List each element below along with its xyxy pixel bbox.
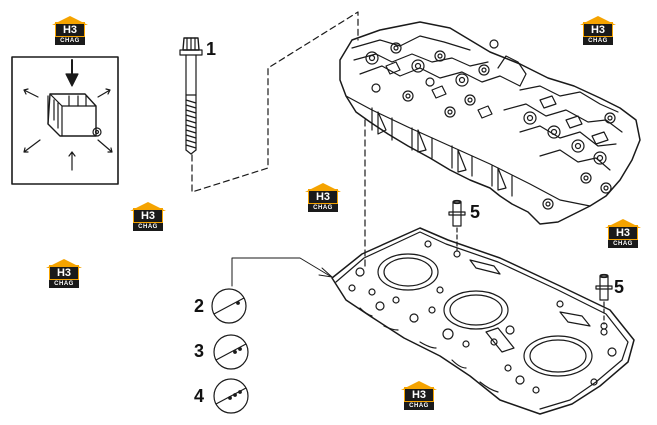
watermark-logo-subtext: CHAG — [308, 204, 338, 212]
watermark-logo-text: H3 — [56, 24, 84, 36]
callout-gasket-4: 4 — [194, 386, 205, 406]
callout-dowel-right: 5 — [614, 277, 625, 297]
watermark-logo: H3 CHAG — [401, 381, 437, 411]
watermark-logo-subtext: CHAG — [404, 402, 434, 410]
watermark-logo-subtext: CHAG — [55, 37, 85, 45]
watermark-logo-text: H3 — [309, 191, 337, 203]
callout-bolt: 1 — [206, 39, 217, 59]
cylinder-head-gasket — [231, 227, 635, 415]
watermark-logo-text: H3 — [50, 267, 78, 279]
cylinder-head — [339, 21, 641, 225]
watermark-logo: H3 CHAG — [130, 202, 166, 232]
watermark-logo-text: H3 — [609, 227, 637, 239]
callout-gasket-2: 2 — [194, 296, 205, 316]
dowel-pin-left — [448, 199, 466, 251]
watermark-logo-text: H3 — [405, 389, 433, 401]
callout-dowel-left: 5 — [470, 202, 481, 222]
gasket-variant-2-symbol — [211, 288, 247, 324]
gasket-variant-3-symbol — [213, 334, 249, 370]
dowel-pin-right — [595, 273, 613, 325]
gasket-variant-4-symbol — [213, 378, 249, 414]
watermark-logo: H3 CHAG — [305, 183, 341, 213]
tightening-pattern-inset — [11, 56, 119, 185]
watermark-logo-subtext: CHAG — [49, 280, 79, 288]
watermark-logo-text: H3 — [134, 210, 162, 222]
watermark-logo: H3 CHAG — [605, 219, 641, 249]
watermark-logo-subtext: CHAG — [133, 223, 163, 231]
watermark-logo-text: H3 — [584, 24, 612, 36]
assembly-guide-line — [191, 11, 366, 271]
callout-gasket-3: 3 — [194, 341, 205, 361]
watermark-logo: H3 CHAG — [52, 16, 88, 46]
watermark-logo: H3 CHAG — [46, 259, 82, 289]
watermark-logo-subtext: CHAG — [608, 240, 638, 248]
watermark-logo: H3 CHAG — [580, 16, 616, 46]
watermark-logo-subtext: CHAG — [583, 37, 613, 45]
cylinder-head-bolt — [179, 37, 203, 155]
